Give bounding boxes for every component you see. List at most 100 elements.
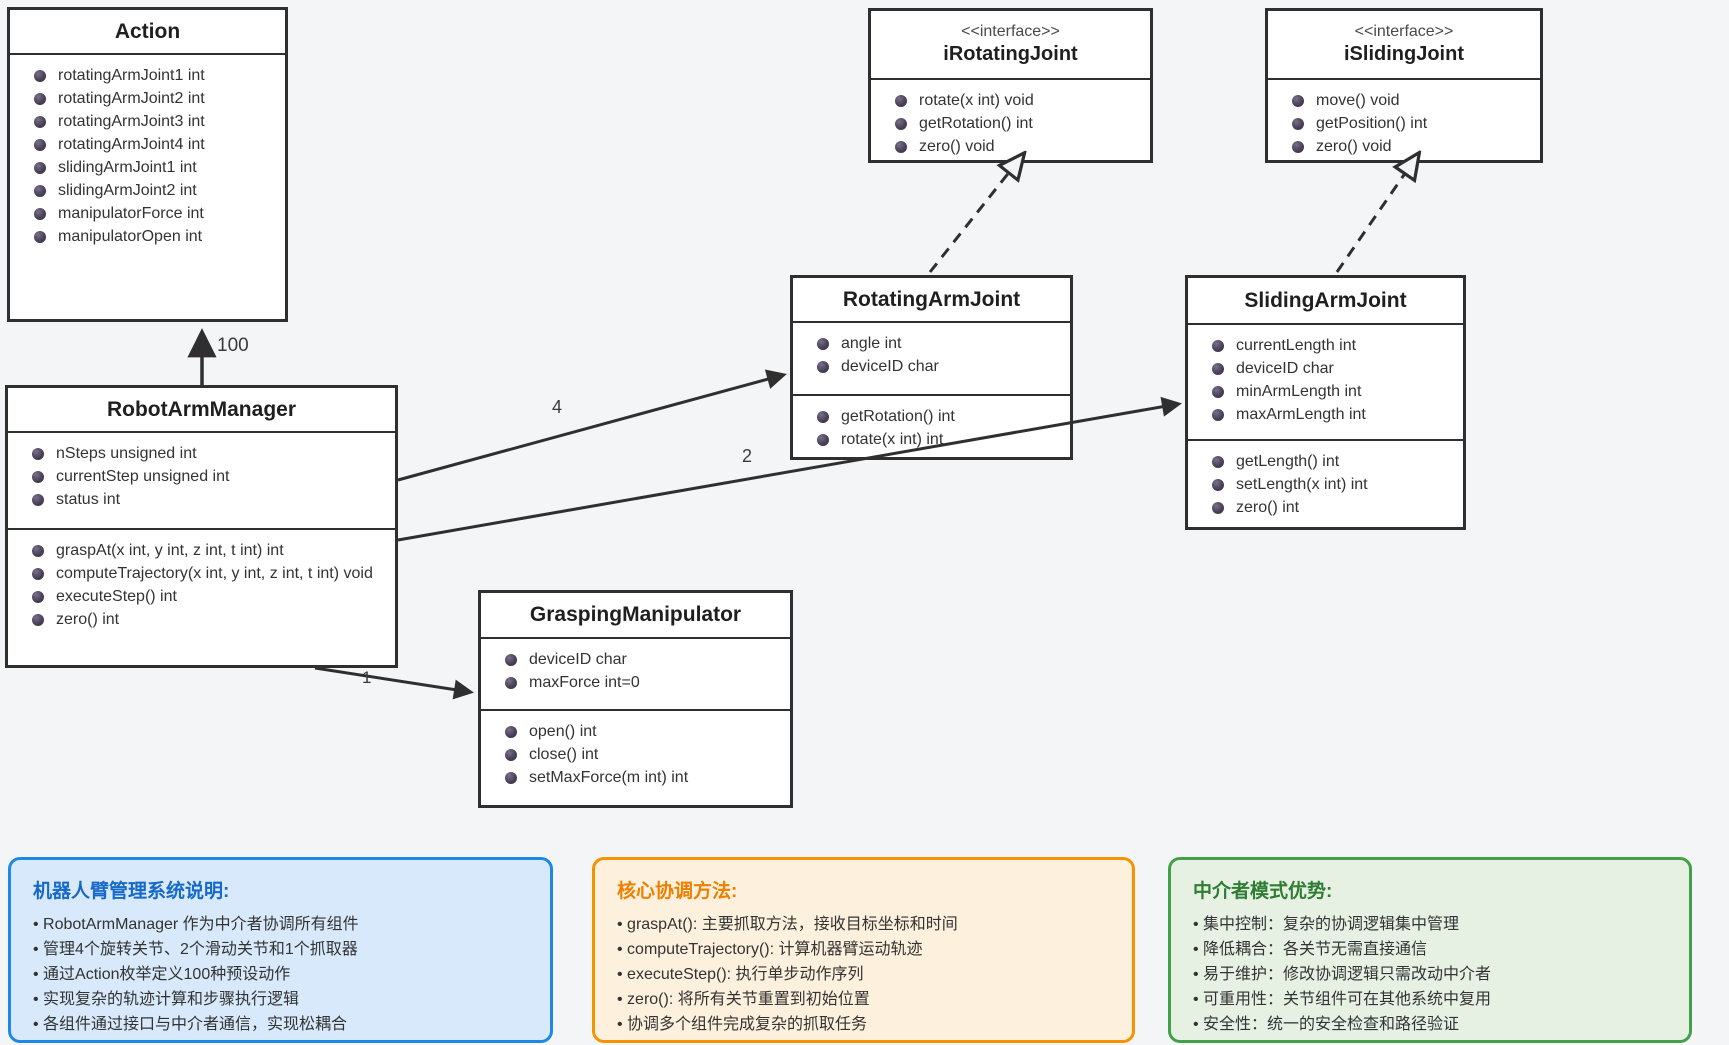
member-dot-icon: [895, 140, 907, 153]
member-dot-icon: [1292, 140, 1304, 153]
member-dot-icon: [34, 69, 46, 82]
note-bullet: • 易于维护：修改协调逻辑只需改动中介者: [1193, 966, 1492, 983]
attribute-row: currentLength int: [1188, 334, 1463, 357]
member-dot-icon: [32, 447, 44, 460]
methods-section-robotarmmanager: graspAt(x int, y int, z int, t int) int …: [8, 528, 395, 665]
member-dot-icon: [505, 771, 517, 784]
member-dot-icon: [32, 470, 44, 483]
member-dot-icon: [1212, 362, 1224, 375]
note-items: • graspAt(): 主要抓取方法，接收目标坐标和时间• computeTr…: [617, 912, 1110, 1037]
note-bullet: • executeStep(): 执行单步动作序列: [617, 966, 864, 983]
attribute-row: rotatingArmJoint4 int: [10, 133, 285, 156]
note-title: 核心协调方法:: [617, 881, 738, 902]
member-dot-icon: [505, 676, 517, 689]
method-row: move() void: [1268, 89, 1540, 112]
methods-section-rotatingarmjoint: getRotation() int rotate(x int) int: [793, 394, 1070, 457]
class-title-slidingarmjoint: SlidingArmJoint: [1188, 278, 1463, 325]
method-row: executeStep() int: [8, 585, 395, 608]
attribute-row: maxArmLength int: [1188, 403, 1463, 426]
class-box-rotatingarmjoint: RotatingArmJoint angle int deviceID char…: [790, 275, 1073, 460]
member-dot-icon: [505, 653, 517, 666]
member-dot-icon: [34, 92, 46, 105]
edge-sliding-realizes-interface: [1335, 156, 1417, 273]
method-row: zero() int: [1188, 496, 1463, 519]
member-dot-icon: [1212, 385, 1224, 398]
member-dot-icon: [895, 94, 907, 107]
note-bullet: • computeTrajectory(): 计算机器臂运动轨迹: [617, 941, 923, 958]
methods-section-graspingmanipulator: open() int close() int setMaxForce(m int…: [481, 709, 790, 805]
note-items: • 集中控制：复杂的协调逻辑集中管理• 降低耦合：各关节无需直接通信• 易于维护…: [1193, 912, 1667, 1037]
attribute-row: slidingArmJoint1 int: [10, 156, 285, 179]
note-title: 机器人臂管理系统说明:: [33, 881, 230, 902]
note-system-description: 机器人臂管理系统说明: • RobotArmManager 作为中介者协调所有组…: [8, 857, 553, 1043]
method-row: open() int: [481, 720, 790, 743]
member-dot-icon: [1212, 408, 1224, 421]
edge-manager-to-grasping: [314, 666, 474, 700]
class-title-robotarmmanager: RobotArmManager: [8, 388, 395, 433]
multiplicity-label-action: 100: [217, 335, 249, 356]
member-dot-icon: [32, 544, 44, 557]
attribute-row: deviceID char: [481, 648, 790, 671]
attribute-row: manipulatorForce int: [10, 202, 285, 225]
class-box-robotarmmanager: RobotArmManager nSteps unsigned int curr…: [5, 385, 398, 668]
method-row: graspAt(x int, y int, z int, t int) int: [8, 539, 395, 562]
methods-section-irotatingjoint: rotate(x int) void getRotation() int zer…: [871, 80, 1150, 160]
member-dot-icon: [1212, 501, 1224, 514]
member-dot-icon: [505, 725, 517, 738]
class-box-action: Action rotatingArmJoint1 int rotatingArm…: [7, 7, 288, 322]
member-dot-icon: [505, 748, 517, 761]
attribute-row: minArmLength int: [1188, 380, 1463, 403]
attribute-row: deviceID char: [793, 355, 1070, 378]
member-dot-icon: [1292, 94, 1304, 107]
interface-title-irotatingjoint: iRotatingJoint: [943, 43, 1078, 65]
note-items: • RobotArmManager 作为中介者协调所有组件• 管理4个旋转关节、…: [33, 912, 528, 1037]
class-title-action: Action: [10, 10, 285, 55]
attribute-row: slidingArmJoint2 int: [10, 179, 285, 202]
methods-section-islidingjoint: move() void getPosition() int zero() voi…: [1268, 80, 1540, 160]
member-dot-icon: [1292, 117, 1304, 130]
class-box-graspingmanipulator: GraspingManipulator deviceID char maxFor…: [478, 590, 793, 808]
method-row: close() int: [481, 743, 790, 766]
method-row: computeTrajectory(x int, y int, z int, t…: [8, 562, 395, 585]
member-dot-icon: [32, 613, 44, 626]
interface-header-islidingjoint: <<interface>> iSlidingJoint: [1268, 11, 1540, 80]
note-bullet: • 实现复杂的轨迹计算和步骤执行逻辑: [33, 991, 300, 1008]
attributes-section-rotatingarmjoint: angle int deviceID char: [793, 323, 1070, 394]
member-dot-icon: [817, 360, 829, 373]
attribute-row: rotatingArmJoint1 int: [10, 64, 285, 87]
attributes-section-action: rotatingArmJoint1 int rotatingArmJoint2 …: [10, 55, 285, 319]
interface-box-islidingjoint: <<interface>> iSlidingJoint move() void …: [1265, 8, 1543, 163]
member-dot-icon: [34, 184, 46, 197]
note-bullet: • 通过Action枚举定义100种预设动作: [33, 966, 291, 983]
stereotype-label: <<interface>>: [1354, 23, 1454, 40]
class-title-rotatingarmjoint: RotatingArmJoint: [793, 278, 1070, 323]
method-row: zero() void: [871, 135, 1150, 158]
interface-box-irotatingjoint: <<interface>> iRotatingJoint rotate(x in…: [868, 8, 1153, 163]
attribute-row: angle int: [793, 332, 1070, 355]
method-row: zero() void: [1268, 135, 1540, 158]
note-bullet: • 协调多个组件完成复杂的抓取任务: [617, 1016, 868, 1033]
method-row: rotate(x int) int: [793, 428, 1070, 451]
attribute-row: deviceID char: [1188, 357, 1463, 380]
interface-title-islidingjoint: iSlidingJoint: [1344, 43, 1464, 65]
note-bullet: • RobotArmManager 作为中介者协调所有组件: [33, 916, 359, 933]
member-dot-icon: [1212, 339, 1224, 352]
attributes-section-robotarmmanager: nSteps unsigned int currentStep unsigned…: [8, 433, 395, 528]
member-dot-icon: [32, 567, 44, 580]
attributes-section-slidingarmjoint: currentLength int deviceID char minArmLe…: [1188, 325, 1463, 439]
attribute-row: manipulatorOpen int: [10, 225, 285, 248]
member-dot-icon: [817, 337, 829, 350]
member-dot-icon: [32, 590, 44, 603]
note-core-methods: 核心协调方法: • graspAt(): 主要抓取方法，接收目标坐标和时间• c…: [592, 857, 1135, 1043]
member-dot-icon: [817, 410, 829, 423]
method-row: rotate(x int) void: [871, 89, 1150, 112]
member-dot-icon: [34, 161, 46, 174]
attribute-row: currentStep unsigned int: [8, 465, 395, 488]
member-dot-icon: [34, 230, 46, 243]
multiplicity-label-rotating: 4: [552, 397, 563, 417]
methods-section-slidingarmjoint: getLength() int setLength(x int) int zer…: [1188, 439, 1463, 527]
method-row: getLength() int: [1188, 450, 1463, 473]
attribute-row: status int: [8, 488, 395, 511]
method-row: getRotation() int: [793, 405, 1070, 428]
